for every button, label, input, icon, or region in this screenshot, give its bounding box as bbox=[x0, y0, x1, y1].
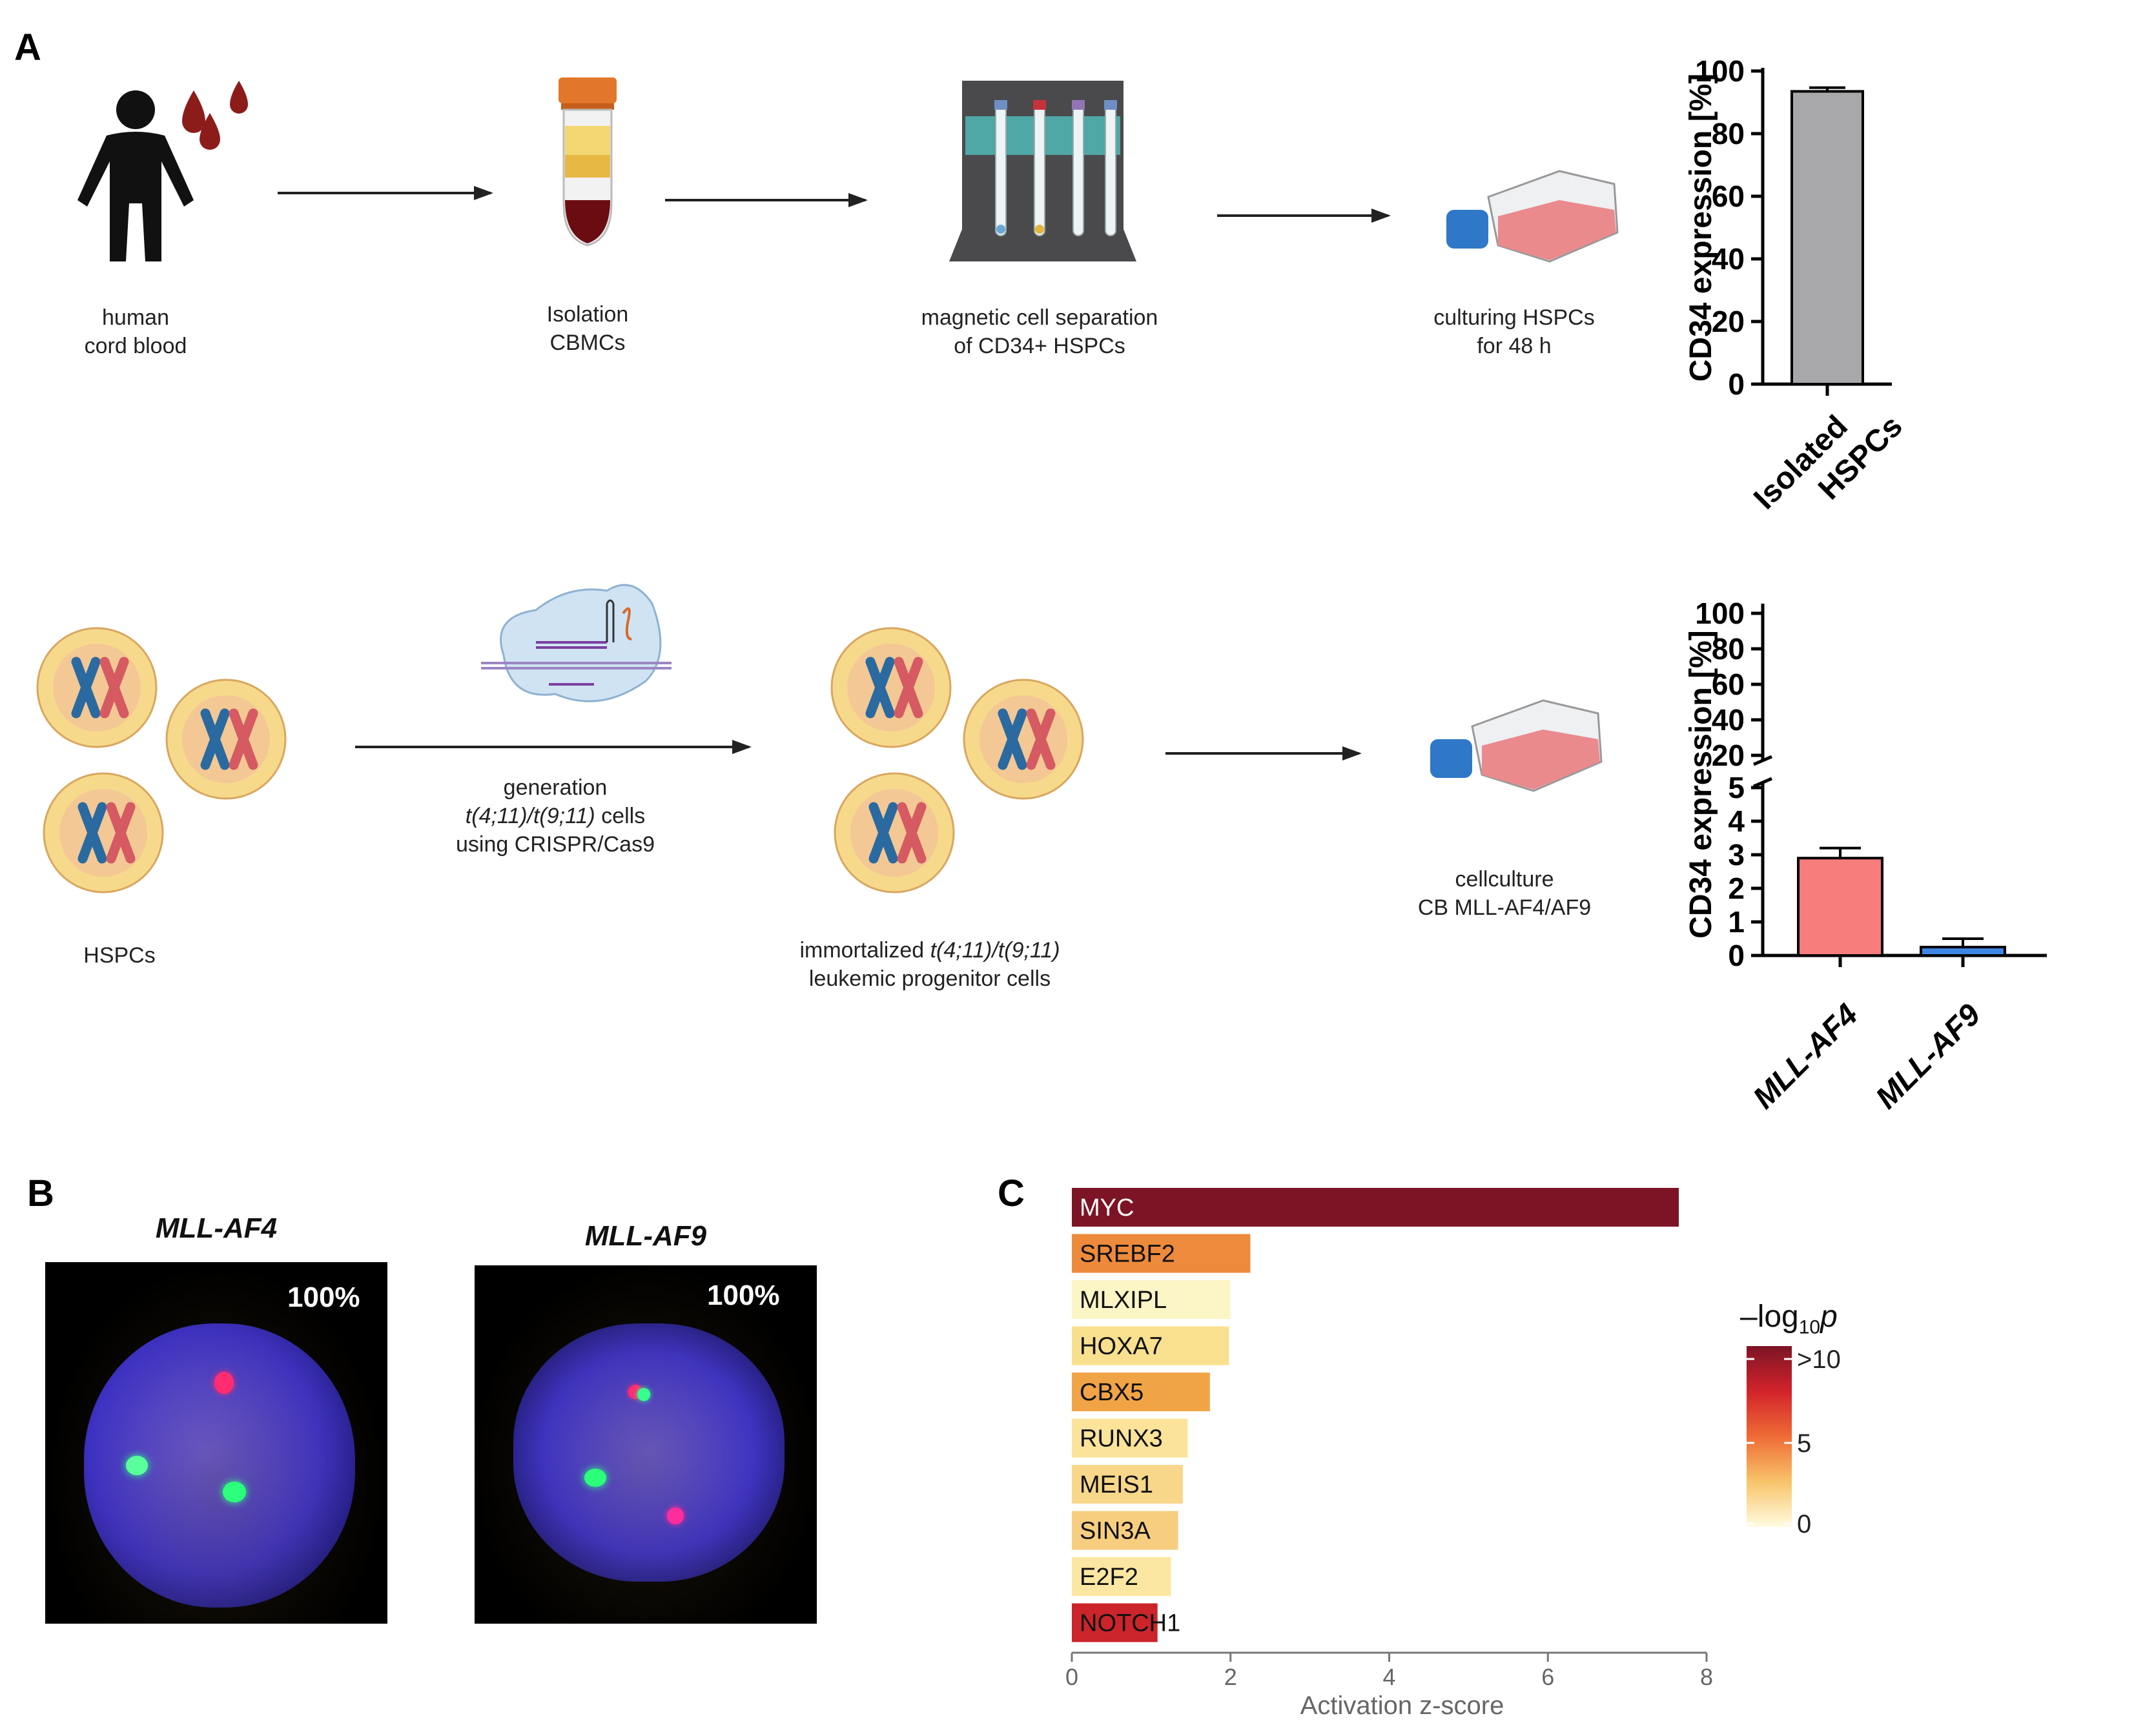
bar-mlxipl bbox=[1072, 1280, 1231, 1319]
hspc-cells-icon bbox=[36, 627, 287, 894]
x-tick-label: 0 bbox=[1065, 1664, 1078, 1690]
cell-icon bbox=[36, 627, 158, 748]
axis-break-mark bbox=[1753, 755, 1772, 766]
culture-flask-icon bbox=[1430, 699, 1603, 792]
fish-image-af9: 100% bbox=[475, 1265, 817, 1624]
bar-sin3a bbox=[1072, 1511, 1178, 1550]
step-immortalized: immortalized t(4;11)/t(9;11) leukemic pr… bbox=[799, 938, 1060, 991]
colorbar-title: –log10p bbox=[1740, 1300, 1838, 1338]
x-tick-label: 4 bbox=[1382, 1664, 1395, 1690]
micro-title-af4: MLL-AF4 bbox=[155, 1212, 278, 1244]
panel-label-a: A bbox=[14, 26, 41, 68]
bar-label: NOTCH1 bbox=[1080, 1610, 1180, 1637]
step-hspcs: HSPCs bbox=[83, 943, 156, 968]
axis-break-mark bbox=[1753, 777, 1772, 788]
bar-isolated-hspcs bbox=[1790, 90, 1864, 386]
y-tick-label: 2 bbox=[1728, 872, 1745, 905]
colorbar-tick-label: >10 bbox=[1797, 1345, 1841, 1374]
x-tick-label: MLL-AF4 bbox=[1747, 997, 1865, 1116]
percent-af9: 100% bbox=[707, 1280, 780, 1311]
x-tick-label: 2 bbox=[1224, 1664, 1237, 1690]
bar-label: MLXIPL bbox=[1080, 1287, 1167, 1314]
bar-label: SIN3A bbox=[1080, 1518, 1151, 1545]
bar-e2f2 bbox=[1072, 1557, 1171, 1596]
arrow bbox=[1217, 209, 1391, 223]
y-tick-label: 1 bbox=[1728, 905, 1745, 939]
colorbar bbox=[1747, 1346, 1792, 1527]
y-tick-label: 5 bbox=[1728, 771, 1745, 804]
bar-runx3 bbox=[1072, 1418, 1188, 1458]
fish-image-af4: 100% bbox=[45, 1262, 387, 1624]
y-tick-label: 20 bbox=[1712, 739, 1745, 772]
step-crispr-generation: generation t(4;11)/t(9;11) cells using C… bbox=[455, 775, 655, 857]
y-tick-label: 3 bbox=[1728, 838, 1745, 872]
y-tick-label: 60 bbox=[1712, 668, 1745, 701]
bar-label: MEIS1 bbox=[1080, 1471, 1153, 1498]
magnetic-separator-icon bbox=[949, 81, 1136, 261]
x-axis-label: Activation z-score bbox=[1300, 1691, 1504, 1720]
panel-label-b: B bbox=[27, 1172, 54, 1214]
x-tick-label: 6 bbox=[1541, 1664, 1554, 1690]
panel-label-c: C bbox=[998, 1172, 1025, 1214]
bar-meis1 bbox=[1072, 1465, 1184, 1504]
y-tick-label: 100 bbox=[1695, 597, 1745, 630]
y-tick-label: 0 bbox=[1728, 939, 1745, 972]
y-tick-label: 0 bbox=[1728, 367, 1745, 401]
bar-label: RUNX3 bbox=[1080, 1425, 1163, 1453]
bar-label: E2F2 bbox=[1080, 1564, 1138, 1591]
y-axis-label: CD34 expression [%] bbox=[1684, 74, 1718, 382]
bar-mll-af4 bbox=[1797, 857, 1883, 957]
blood-tube-icon bbox=[559, 77, 617, 247]
culture-flask-icon bbox=[1446, 170, 1619, 263]
crispr-cas9-icon bbox=[481, 584, 672, 702]
cell-icon bbox=[830, 627, 952, 748]
x-tick-label: 8 bbox=[1700, 1664, 1713, 1690]
bar-label: CBX5 bbox=[1080, 1379, 1144, 1406]
leukemic-cells-icon bbox=[830, 627, 1084, 894]
cell-icon bbox=[165, 679, 287, 800]
colorbar-tick-label: 5 bbox=[1797, 1429, 1811, 1458]
y-tick-label: 4 bbox=[1728, 804, 1745, 838]
percent-af4: 100% bbox=[287, 1282, 360, 1313]
y-tick-label: 100 bbox=[1695, 54, 1745, 88]
bar-label: SREBF2 bbox=[1080, 1241, 1175, 1268]
bar-mll-af9 bbox=[1920, 946, 2006, 957]
y-axis-label: CD34 expression [%] bbox=[1684, 630, 1718, 939]
bar-notch1 bbox=[1072, 1603, 1158, 1642]
y-tick-label: 20 bbox=[1712, 305, 1745, 338]
colorbar-tick-label: 0 bbox=[1797, 1510, 1811, 1538]
y-tick-label: 60 bbox=[1712, 179, 1745, 213]
bar-srebf2 bbox=[1072, 1234, 1251, 1273]
y-tick-label: 80 bbox=[1712, 117, 1745, 150]
human-donor-icon bbox=[77, 81, 248, 261]
bar-label: HOXA7 bbox=[1080, 1333, 1163, 1360]
x-tick-label: MLL-AF9 bbox=[1869, 997, 1987, 1116]
y-tick-label: 80 bbox=[1712, 632, 1745, 666]
cell-icon bbox=[963, 679, 1084, 800]
micro-title-af9: MLL-AF9 bbox=[584, 1220, 707, 1252]
y-tick-label: 40 bbox=[1712, 703, 1745, 737]
bar-label: MYC bbox=[1080, 1194, 1134, 1221]
cell-icon bbox=[834, 772, 955, 894]
bar-myc bbox=[1072, 1188, 1679, 1227]
bar-cbx5 bbox=[1072, 1373, 1210, 1411]
cell-icon bbox=[43, 772, 164, 894]
y-tick-label: 40 bbox=[1712, 242, 1745, 276]
arrow bbox=[665, 193, 868, 207]
arrow bbox=[355, 740, 752, 754]
bar-hoxa7 bbox=[1072, 1326, 1229, 1365]
arrow bbox=[1165, 746, 1362, 761]
arrow bbox=[278, 186, 493, 200]
